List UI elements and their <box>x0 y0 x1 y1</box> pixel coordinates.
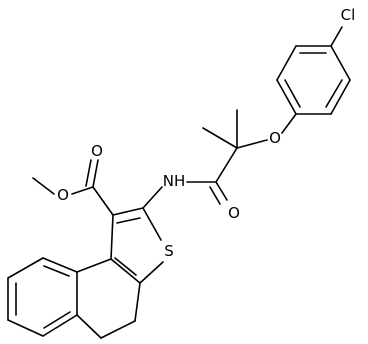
bond-benzo-2 <box>42 257 78 273</box>
bond-ring-a-5 <box>330 79 351 115</box>
bond-ch2-ch2 <box>100 320 136 339</box>
bond-benzo-6 <box>42 314 78 337</box>
bond-c3a-c9b <box>76 258 112 273</box>
bond-o-cq <box>236 139 268 149</box>
atom-label-ester-carbonyl-oxygen: O <box>91 142 103 160</box>
bond-cq-me1 <box>202 127 238 149</box>
bond-camide-o-2 <box>209 186 221 205</box>
bond-ring-a-2 <box>276 45 297 81</box>
atom-label-sulfur: S <box>164 242 174 260</box>
bond-ring-o <box>281 113 297 134</box>
bond-o-methyl <box>32 177 55 195</box>
atom-labels: Cl O NH O S O O <box>57 6 355 260</box>
bond-benzo-2-inner <box>43 265 70 277</box>
bond-c1-c2 <box>112 207 144 216</box>
bond-c7a-ch2 <box>134 282 141 322</box>
bond-c1-c2-inner <box>116 217 141 224</box>
bond-ring-a-5-inner <box>325 79 343 108</box>
atom-label-ester-oxygen: O <box>57 186 69 204</box>
bond-c7a-c3a <box>110 258 141 284</box>
bond-c7a-c3a-inner <box>114 257 137 276</box>
bond-n-c2 <box>142 186 163 209</box>
bond-c2-s <box>142 207 162 241</box>
bond-ring-a-3 <box>276 79 297 115</box>
bond-benzo-5 <box>7 319 44 337</box>
bond-benzo-6-inner <box>43 311 71 329</box>
bond-ring-a-6 <box>330 45 351 81</box>
atom-label-amide-oxygen: O <box>228 204 240 222</box>
atom-label-chlorine: Cl <box>341 6 356 24</box>
bond-c3a-c1 <box>110 214 114 260</box>
bond-benzo-3 <box>7 257 44 279</box>
bond-s-c7a <box>139 261 164 284</box>
bond-cester-o-carbonyl <box>92 159 99 188</box>
bond-c1-cester <box>92 186 114 216</box>
bond-camide-o <box>215 181 228 201</box>
bond-cl-c1 <box>330 26 343 47</box>
bond-cq-camide <box>215 147 238 183</box>
atom-label-amide-nitrogen: NH <box>163 172 186 190</box>
bond-cester-o-carbonyl-2 <box>85 159 92 187</box>
bond-lines <box>7 26 351 339</box>
bond-ch2-benzo <box>76 314 102 339</box>
atom-label-ether-oxygen: O <box>269 129 281 147</box>
bond-ring-a-3-inner <box>284 79 301 108</box>
bond-cester-o <box>71 186 94 195</box>
